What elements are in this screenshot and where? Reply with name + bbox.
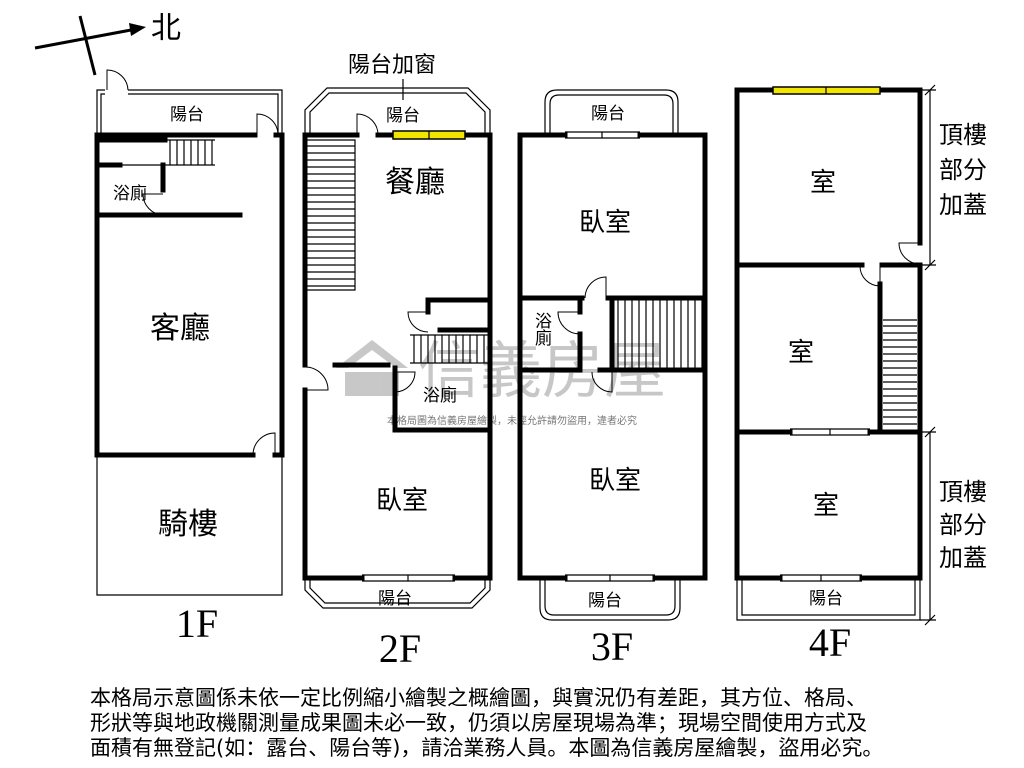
arcade-outline xyxy=(96,455,283,596)
balcony-outline xyxy=(304,578,491,609)
balcony-label: 陽台 xyxy=(386,106,420,126)
wall xyxy=(94,132,285,458)
floor-label: 3F xyxy=(591,624,633,669)
north-arrow-shaft xyxy=(34,28,132,50)
north-arrow: 北 xyxy=(34,11,181,76)
window-annotation: 陽台加窗 xyxy=(348,53,436,78)
rooftop-addition-note: 加蓋 xyxy=(939,191,987,219)
stairs xyxy=(883,325,917,425)
window xyxy=(362,574,455,582)
bath-label: 浴廁 xyxy=(423,385,457,406)
door-swing xyxy=(591,371,613,393)
floor-3f: 陽台 臥室 浴廁 臥室 陽台 3F xyxy=(517,89,708,669)
window xyxy=(565,131,640,139)
bedroom-label: 臥室 xyxy=(579,208,631,238)
balcony-outline xyxy=(304,87,491,135)
arcade-label: 騎樓 xyxy=(158,507,218,542)
rooftop-addition-note: 加蓋 xyxy=(939,544,987,572)
floor-label: 4F xyxy=(809,620,851,665)
bedroom-label: 臥室 xyxy=(589,466,641,496)
floor-label: 2F xyxy=(379,626,421,671)
door-swing xyxy=(142,193,164,216)
disclaimer-line: 本格局示意圖係未依一定比例縮小繪製之概繪圖，與實況仍有差距，其方位、格局、 xyxy=(90,686,867,710)
balcony-label: 陽台 xyxy=(588,591,622,611)
north-arrow-head xyxy=(129,23,146,36)
balcony-outline xyxy=(544,89,679,135)
wall xyxy=(517,295,708,373)
door-swing xyxy=(106,69,129,91)
room-label: 室 xyxy=(788,338,814,368)
watermark-notice: 本格局圖為信義房屋繪製，未經允許請勿盜用，違者必究 xyxy=(387,414,637,427)
stairs xyxy=(307,145,355,287)
stairs xyxy=(413,335,485,363)
bath-label: 浴廁 xyxy=(113,183,147,204)
room-label: 室 xyxy=(813,491,839,521)
door-swing xyxy=(252,432,276,456)
balcony-outline xyxy=(539,578,681,621)
north-arrow-cross xyxy=(78,15,97,76)
watermark: 信義房屋 本格局圖為信義房屋繪製，未經允許請勿盜用，違者必究 xyxy=(336,334,666,427)
door-swing xyxy=(256,113,279,136)
dimension-line xyxy=(920,84,936,271)
dining-room-label: 餐廳 xyxy=(385,165,445,200)
floor-4f: 室 室 室 陽台 頂樓 部分 加蓋 頂樓 部分 加蓋 4F xyxy=(734,84,987,665)
floor-2f: 陽台加窗 陽台 餐廳 浴廁 臥室 陽台 2F xyxy=(302,53,493,671)
rooftop-addition-note: 頂樓 xyxy=(939,478,987,506)
balcony-label: 陽台 xyxy=(809,589,843,609)
wall xyxy=(94,137,243,218)
balcony-outline xyxy=(736,578,921,621)
floor-1f: 陽台 浴廁 客廳 騎樓 1F xyxy=(94,69,285,646)
stairs xyxy=(617,300,703,368)
rooftop-addition-note: 部分 xyxy=(939,156,987,184)
wall xyxy=(734,262,923,435)
living-room-label: 客廳 xyxy=(150,311,210,346)
door-swing xyxy=(304,366,329,391)
door-swing xyxy=(394,371,416,393)
disclaimer-line: 形狀等與地政機關測量成果圖未必一致，仍須以房屋現場為準；現場空間使用方式及 xyxy=(90,711,867,735)
bath-label: 浴廁 xyxy=(531,312,552,347)
door-swing xyxy=(557,311,581,335)
door-swing xyxy=(407,311,429,333)
stairs xyxy=(169,140,213,165)
window xyxy=(780,574,862,582)
balcony-label: 陽台 xyxy=(591,104,625,124)
door-swing xyxy=(584,276,607,299)
window xyxy=(565,574,655,582)
balcony-label: 陽台 xyxy=(170,105,204,125)
wall xyxy=(302,132,493,581)
rooftop-addition-note: 部分 xyxy=(939,511,987,539)
watermark-logo-icon xyxy=(336,340,408,396)
room-label: 室 xyxy=(810,168,836,198)
window xyxy=(790,428,870,436)
dimension-line xyxy=(920,426,936,626)
door-swing xyxy=(898,242,921,265)
balcony-label: 陽台 xyxy=(378,589,412,609)
wall xyxy=(332,297,493,433)
balcony-outline xyxy=(96,89,283,135)
disclaimer-line: 面積有無登記(如：露台、陽台等)，請洽業務人員。本圖為信義房屋繪製，盜用必究。 xyxy=(90,736,883,760)
door-swing xyxy=(356,113,379,136)
rooftop-addition-note: 頂樓 xyxy=(939,121,987,149)
stair-outline xyxy=(307,139,356,291)
bedroom-label: 臥室 xyxy=(376,486,428,516)
north-label: 北 xyxy=(151,11,181,46)
door-swing xyxy=(859,265,881,287)
disclaimer: 本格局示意圖係未依一定比例縮小繪製之概繪圖，與實況仍有差距，其方位、格局、 形狀… xyxy=(90,686,883,760)
floor-label: 1F xyxy=(176,601,218,646)
